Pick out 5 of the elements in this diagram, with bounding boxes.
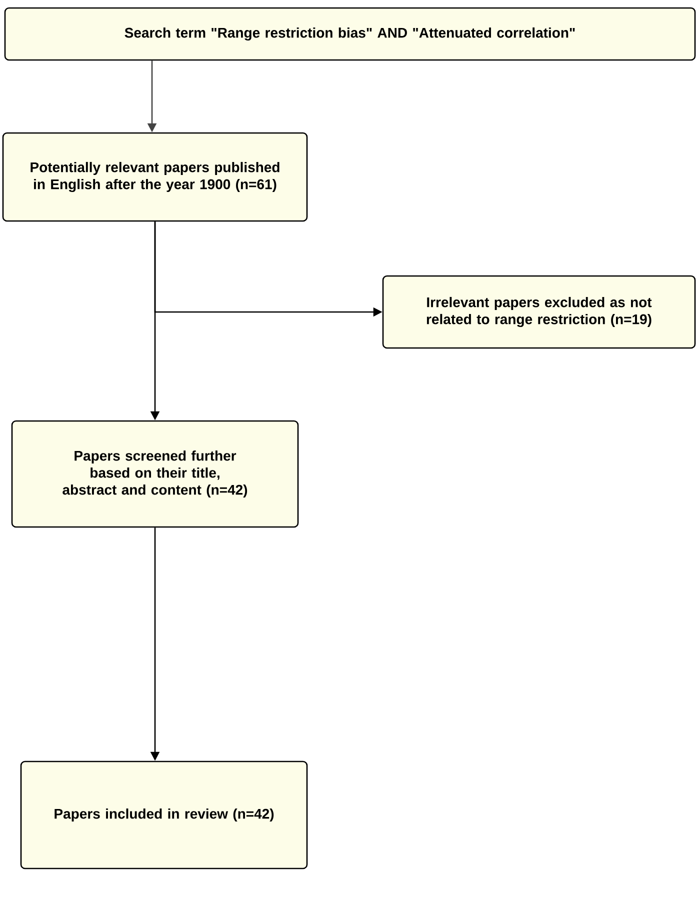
process-box: Irrelevant papers excluded as not related to range restriction (n=19) xyxy=(382,275,696,349)
process-box: Papers included in review (n=42) xyxy=(20,760,308,870)
process-box: Search term "Range restriction bias" AND "Attenuated correlation" xyxy=(4,7,696,61)
process-box: Potentially relevant papers published in English after the year 1900 (n=61) xyxy=(2,132,308,222)
process-box: Papers screened further based on their title, abstract and content (n=42) xyxy=(11,420,299,528)
